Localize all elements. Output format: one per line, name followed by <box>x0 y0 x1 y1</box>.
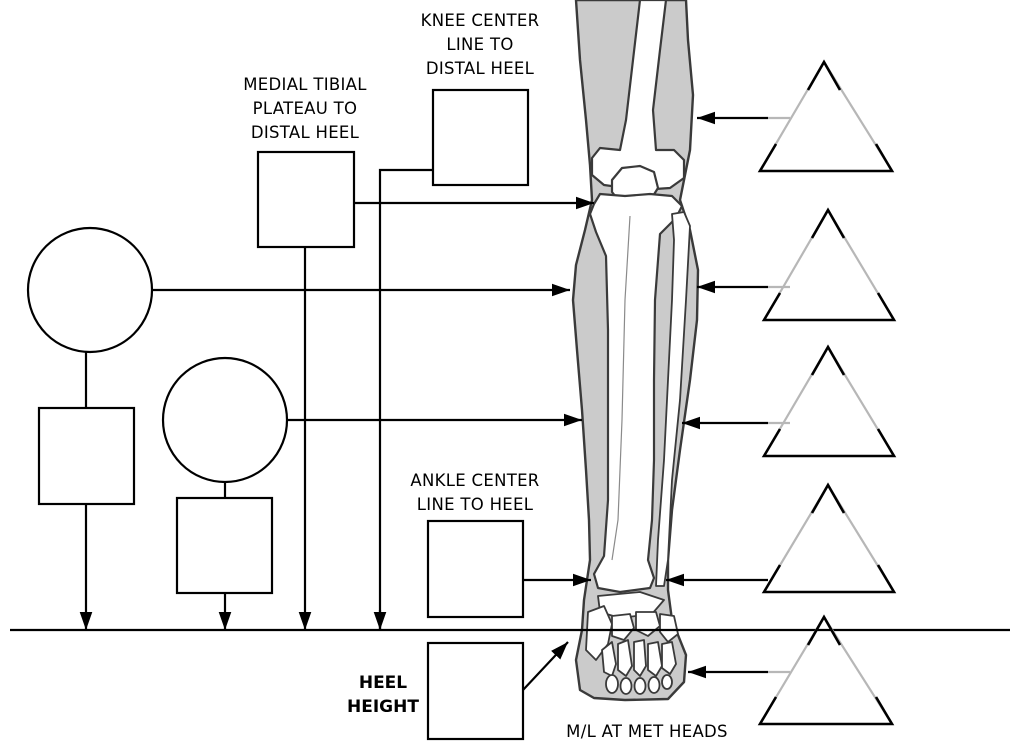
box-input-1[interactable] <box>39 408 134 504</box>
medial-tibial-label-line3: DISTAL HEEL <box>251 123 360 142</box>
circle-input-2[interactable] <box>163 358 287 482</box>
heel-height-box[interactable] <box>428 643 523 739</box>
triangle-input-1[interactable] <box>760 62 892 171</box>
triangle-input-5[interactable] <box>760 617 892 724</box>
triangle-input-3[interactable] <box>764 347 894 456</box>
triangle-1-group <box>697 62 892 171</box>
triangle-input-2[interactable] <box>764 210 894 320</box>
ankle-center-label-line1: ANKLE CENTER <box>410 471 539 490</box>
medial-tibial-label-line1: MEDIAL TIBIAL <box>243 75 367 94</box>
ankle-center-group: ANKLE CENTER LINE TO HEEL <box>410 471 591 617</box>
circle-input-1[interactable] <box>28 228 152 352</box>
knee-center-label-line2: LINE TO <box>446 35 513 54</box>
heel-height-group: HEEL HEIGHT <box>347 642 568 739</box>
box-input-2[interactable] <box>177 498 272 593</box>
connector-line <box>380 170 433 630</box>
medial-tibial-label-line2: PLATEAU TO <box>253 99 358 118</box>
heel-height-label-line2: HEIGHT <box>347 697 419 717</box>
knee-center-label-line1: KNEE CENTER <box>421 11 540 30</box>
ankle-center-label-line2: LINE TO HEEL <box>417 495 534 514</box>
knee-center-box[interactable] <box>433 90 528 185</box>
leg-illustration <box>573 0 698 700</box>
heel-height-label-line1: HEEL <box>359 673 407 693</box>
arrow-line <box>523 642 568 690</box>
triangle-3-group <box>682 347 894 456</box>
medial-tibial-box[interactable] <box>258 152 354 247</box>
medial-tibial-group: MEDIAL TIBIAL PLATEAU TO DISTAL HEEL <box>243 75 594 630</box>
ankle-center-box[interactable] <box>428 521 523 617</box>
triangle-2-group <box>697 210 894 320</box>
triangle-input-4[interactable] <box>764 485 894 592</box>
triangle-4-group <box>666 485 894 592</box>
triangle-5-group <box>688 617 892 724</box>
ml-met-heads-label: M/L AT MET HEADS <box>566 722 728 741</box>
knee-center-label-line3: DISTAL HEEL <box>426 59 535 78</box>
